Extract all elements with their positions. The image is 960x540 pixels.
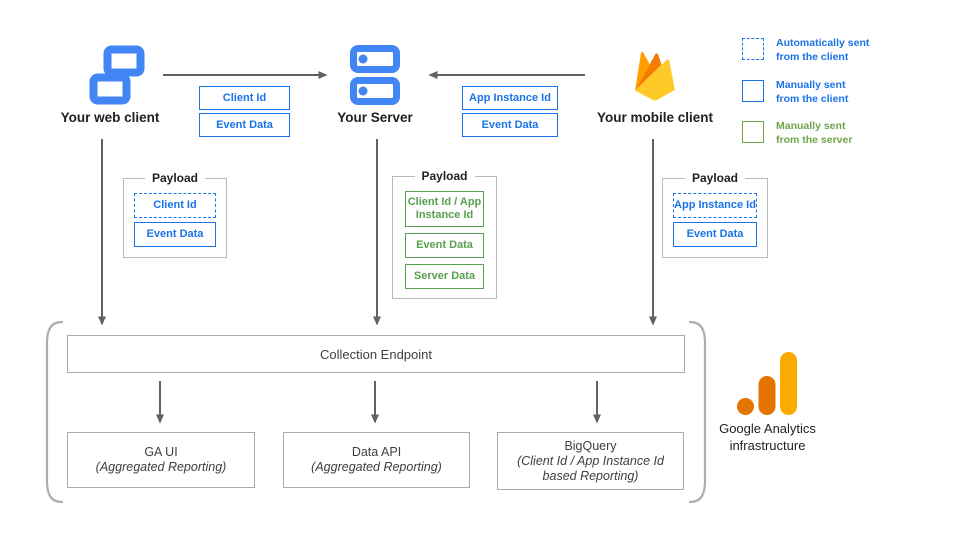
legend-swatch-solid-blue — [742, 80, 764, 102]
server-icon — [350, 45, 400, 105]
web-client-label: Your web client — [60, 110, 160, 125]
payload-chip-event-data-mobile: Event Data — [673, 222, 757, 247]
firebase-icon — [635, 52, 675, 101]
mobile-client-label: Your mobile client — [596, 110, 713, 125]
server-label: Your Server — [337, 110, 413, 125]
output-subtitle-ga-ui: (Aggregated Reporting) — [95, 460, 227, 474]
flow-chip-event-data-web: Event Data — [199, 113, 290, 137]
payload-chip-event-data-server: Event Data — [405, 233, 484, 258]
payload-chip-server-data: Server Data — [405, 264, 484, 289]
output-subtitle-bigquery: (Client Id / App Instance Id based Repor… — [517, 453, 664, 483]
payload-title-server: Payload — [414, 169, 475, 183]
flow-chip-app-instance-id: App Instance Id — [462, 86, 558, 110]
payload-chip-event-data-web: Event Data — [134, 222, 216, 247]
output-title-ga-ui: GA UI — [144, 445, 178, 459]
payload-title-web: Payload — [144, 171, 206, 185]
output-box-bigquery: BigQuery (Client Id / App Instance Id ba… — [497, 432, 684, 490]
payload-box-server: Payload Client Id / App Instance Id Even… — [392, 169, 497, 299]
flow-chip-client-id: Client Id — [199, 86, 290, 110]
google-analytics-icon — [737, 352, 797, 415]
payload-title-mobile: Payload — [684, 171, 746, 185]
payload-chip-client-id: Client Id — [134, 193, 216, 218]
payload-box-mobile: Payload App Instance Id Event Data — [662, 171, 768, 258]
legend-swatch-solid-green — [742, 121, 764, 143]
output-box-data-api: Data API (Aggregated Reporting) — [283, 432, 470, 488]
legend-swatch-dashed-blue — [742, 38, 764, 60]
ga-infrastructure-caption: Google Analytics infrastructure — [719, 421, 816, 453]
output-title-data-api: Data API — [351, 445, 402, 459]
collection-endpoint-box: Collection Endpoint — [67, 335, 685, 373]
output-title-bigquery: BigQuery — [564, 438, 617, 453]
right-bracket — [688, 320, 707, 504]
payload-chip-app-instance-id: App Instance Id — [673, 193, 757, 218]
web-client-icon — [89, 45, 145, 105]
left-bracket — [45, 320, 64, 504]
output-box-ga-ui: GA UI (Aggregated Reporting) — [67, 432, 255, 488]
payload-chip-ids-server: Client Id / App Instance Id — [405, 191, 484, 227]
flow-chip-event-data-mobile: Event Data — [462, 113, 558, 137]
payload-box-web: Payload Client Id Event Data — [123, 171, 227, 258]
output-subtitle-data-api: (Aggregated Reporting) — [311, 460, 442, 474]
